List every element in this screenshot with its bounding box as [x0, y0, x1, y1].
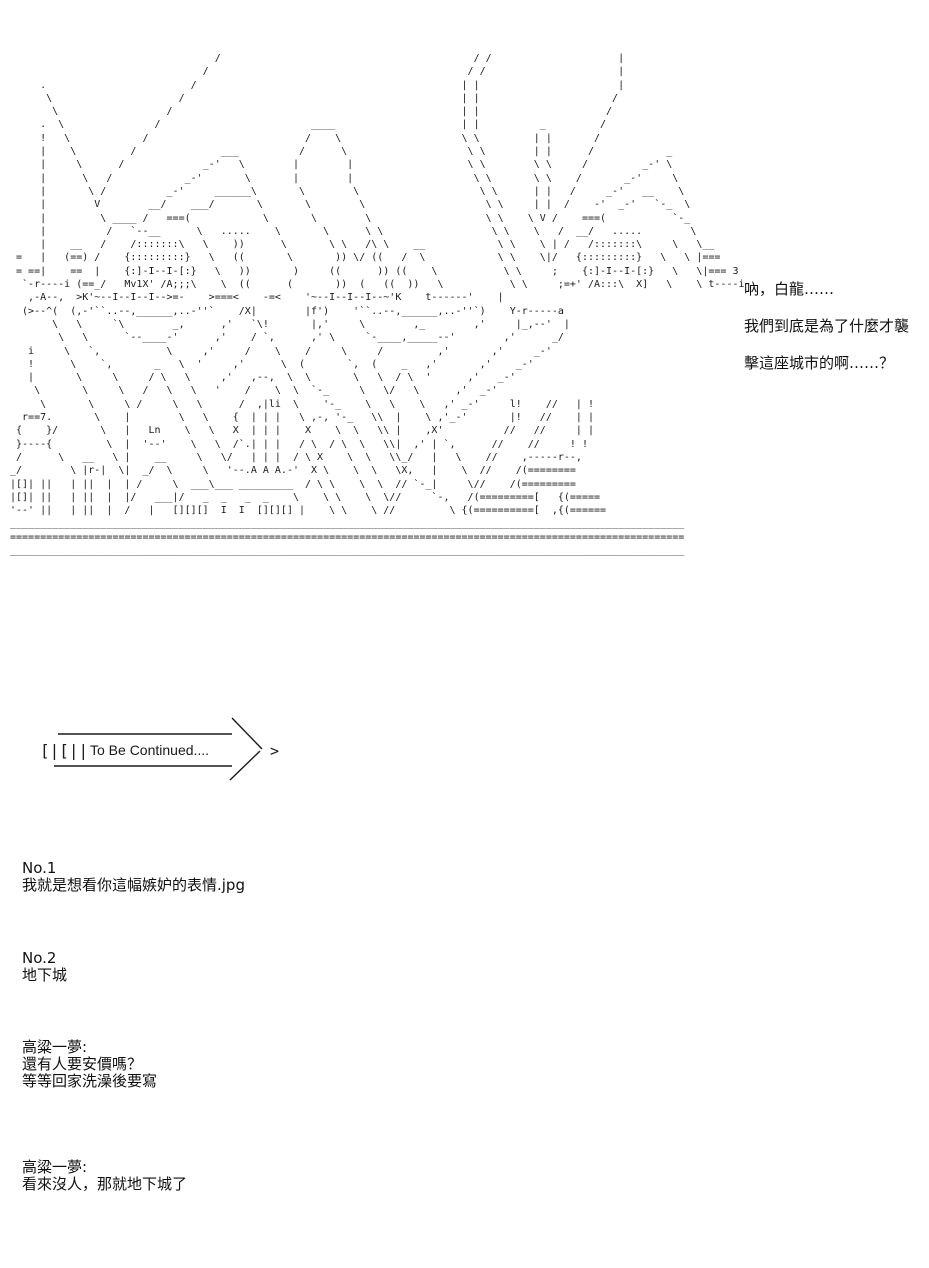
- comment-author: 高粱一夢:: [22, 1158, 88, 1176]
- dialogue-block: 吶，白龍…… 我們到底是為了什麼才襲 擊這座城市的啊……？: [744, 281, 924, 392]
- post-no1: No.1 我就是想看你這幅嫉妒的表情.jpg: [22, 860, 245, 894]
- banner-arrow-tip: >: [270, 742, 279, 760]
- post-id: No.2: [22, 949, 57, 967]
- author-comment: 高粱一夢: 看來沒人，那就地下城了: [22, 1159, 187, 1193]
- author-comment: 高粱一夢: 還有人要安價嗎？ 等等回家洗澡後要寫: [22, 1039, 157, 1090]
- to-be-continued-banner: [|[|| To Be Continued.... >: [38, 710, 288, 784]
- comment-author: 高粱一夢:: [22, 1038, 88, 1056]
- banner-label: To Be Continued....: [90, 742, 209, 758]
- comment-line: 看來沒人，那就地下城了: [22, 1175, 188, 1193]
- dialogue-line: 我們到底是為了什麼才襲: [744, 317, 910, 335]
- banner-left-bracket: [|[||: [40, 741, 88, 760]
- comment-line: 還有人要安價嗎？: [22, 1055, 143, 1073]
- post-id: No.1: [22, 859, 57, 877]
- ascii-art-demon-over-city: / / / | / / / | .: [10, 53, 745, 556]
- right-arrow-icon: [|[|| To Be Continued.... >: [40, 717, 279, 781]
- dialogue-line: 擊這座城市的啊……？: [744, 354, 895, 372]
- post-text: 地下城: [22, 966, 68, 984]
- post-no2: No.2 地下城: [22, 950, 67, 984]
- comment-line: 等等回家洗澡後要寫: [22, 1072, 158, 1090]
- post-text: 我就是想看你這幅嫉妒的表情.jpg: [22, 876, 245, 894]
- dialogue-line: 吶，白龍……: [744, 280, 835, 298]
